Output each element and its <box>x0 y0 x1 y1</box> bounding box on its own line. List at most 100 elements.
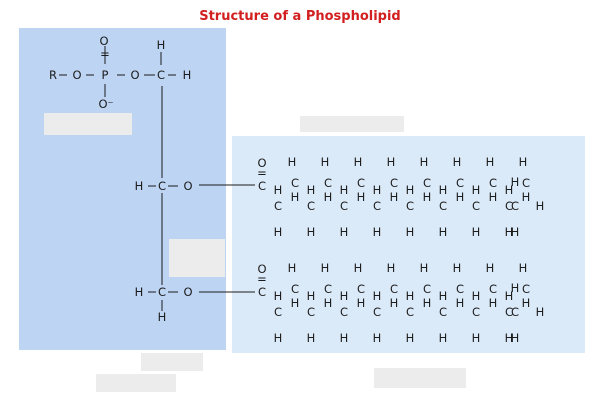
tail-2-upper-h-7: H <box>522 296 531 310</box>
tail-2-top-h-0: H <box>288 261 297 275</box>
label-blank-phosphate-head[interactable] <box>44 113 132 135</box>
tail-1-terminal-h: H <box>536 199 545 213</box>
tail-1-lower-c-6: C <box>472 199 480 213</box>
atom-o-c3: O <box>183 285 192 299</box>
tail-1-top-h-1: H <box>321 155 330 169</box>
tail-2-bottom-h-3: H <box>373 331 382 345</box>
tail-1-top-h-4: H <box>420 155 429 169</box>
tail-2-terminal-h: H <box>536 305 545 319</box>
atom-h-c1-right: H <box>183 68 192 82</box>
tail-2-top-h-6: H <box>486 261 495 275</box>
tail-2-end-h-top: H <box>511 281 520 295</box>
tail-2-upper-h-1: H <box>324 296 333 310</box>
tail-1-bottom-h-2: H <box>340 225 349 239</box>
atom-c1: C <box>157 68 165 82</box>
tail-1-mid-h-4: H <box>406 183 415 197</box>
tail-2-mid-h-0: H <box>274 289 283 303</box>
tail-1-upper-h-2: H <box>357 190 366 204</box>
tail-1-carbonyl-double-bond: = <box>257 166 267 180</box>
tail-1-end-h-bottom: H <box>511 225 520 239</box>
tail-1-lower-c-0: C <box>274 199 282 213</box>
tail-2-carbonyl-o: O <box>257 262 266 276</box>
atom-o-c2: O <box>183 179 192 193</box>
label-blank-bottom-right[interactable] <box>374 368 466 388</box>
tail-2-top-h-3: H <box>387 261 396 275</box>
tail-1-upper-c-1: C <box>324 176 332 190</box>
atom-h-c3-left: H <box>135 285 144 299</box>
tail-2-mid-h-2: H <box>340 289 349 303</box>
tail-1-bottom-h-5: H <box>439 225 448 239</box>
tail-1-lower-c-7: C <box>505 199 513 213</box>
tail-2-upper-c-7: C <box>522 282 530 296</box>
atom-h-c3-bottom: H <box>158 310 167 324</box>
tail-1-mid-h-2: H <box>340 183 349 197</box>
tail-1-upper-h-6: H <box>489 190 498 204</box>
tail-1-bottom-h-3: H <box>373 225 382 239</box>
atom-o-double: O <box>99 34 108 48</box>
tail-2-top-h-5: H <box>453 261 462 275</box>
tail-2-upper-c-4: C <box>423 282 431 296</box>
tail-2-upper-h-6: H <box>489 296 498 310</box>
tail-1-lower-c-1: C <box>307 199 315 213</box>
tail-1-bottom-h-6: H <box>472 225 481 239</box>
tail-2-lower-c-0: C <box>274 305 282 319</box>
tail-1-bottom-h-1: H <box>307 225 316 239</box>
tail-1-upper-c-3: C <box>390 176 398 190</box>
tail-1-top-h-6: H <box>486 155 495 169</box>
tail-2-bottom-h-5: H <box>439 331 448 345</box>
tail-1-upper-h-4: H <box>423 190 432 204</box>
atom-h-c2: H <box>135 179 144 193</box>
tail-2-bottom-h-6: H <box>472 331 481 345</box>
tail-1-upper-c-0: C <box>291 176 299 190</box>
tail-1-upper-c-6: C <box>489 176 497 190</box>
tail-2-top-h-4: H <box>420 261 429 275</box>
tail-1-mid-h-6: H <box>472 183 481 197</box>
tail-2-top-h-2: H <box>354 261 363 275</box>
tail-2-upper-h-4: H <box>423 296 432 310</box>
atom-o-minus: O⁻ <box>98 97 113 111</box>
tail-1-top-h-5: H <box>453 155 462 169</box>
tail-2-terminal-c: C <box>511 305 519 319</box>
tail-2-upper-c-3: C <box>390 282 398 296</box>
atom-c2: C <box>158 179 166 193</box>
tail-2-carbonyl-c: C <box>258 285 266 299</box>
tail-1-mid-h-1: H <box>307 183 316 197</box>
tail-1-end-h-top: H <box>511 175 520 189</box>
atom-c3: C <box>158 285 166 299</box>
diagram-title: Structure of a Phospholipid <box>199 9 401 24</box>
label-blank-bottom-left[interactable] <box>141 353 203 371</box>
tail-1-upper-h-5: H <box>456 190 465 204</box>
tail-2-bottom-h-0: H <box>274 331 283 345</box>
phosphate-glycerol-region <box>19 28 226 350</box>
tail-1-top-h-2: H <box>354 155 363 169</box>
tail-1-upper-c-5: C <box>456 176 464 190</box>
tail-1-lower-c-2: C <box>340 199 348 213</box>
tail-1-upper-h-3: H <box>390 190 399 204</box>
tail-2-upper-c-5: C <box>456 282 464 296</box>
tail-1-upper-h-0: H <box>291 190 300 204</box>
tail-2-lower-c-5: C <box>439 305 447 319</box>
tail-2-end-h-bottom: H <box>511 331 520 345</box>
tail-2-mid-h-6: H <box>472 289 481 303</box>
tail-2-bottom-h-2: H <box>340 331 349 345</box>
tail-1-mid-h-0: H <box>274 183 283 197</box>
atom-h-c1-top: H <box>157 38 166 52</box>
tail-2-mid-h-5: H <box>439 289 448 303</box>
tail-1-upper-c-2: C <box>357 176 365 190</box>
tail-1-top-h-3: H <box>387 155 396 169</box>
label-blank-bottom-center[interactable] <box>96 374 176 392</box>
label-blank-fatty-acid-tail[interactable] <box>300 116 404 132</box>
tail-1-lower-c-5: C <box>439 199 447 213</box>
tail-2-top-h-1: H <box>321 261 330 275</box>
tail-2-upper-c-6: C <box>489 282 497 296</box>
tail-2-mid-h-1: H <box>307 289 316 303</box>
tail-1-mid-h-3: H <box>373 183 382 197</box>
tail-2-bottom-h-1: H <box>307 331 316 345</box>
label-blank-glycerol[interactable] <box>169 239 225 277</box>
tail-2-lower-c-2: C <box>340 305 348 319</box>
tail-2-mid-h-7: H <box>505 289 514 303</box>
tail-1-upper-c-7: C <box>522 176 530 190</box>
tail-2-bottom-h-4: H <box>406 331 415 345</box>
tail-2-lower-c-6: C <box>472 305 480 319</box>
